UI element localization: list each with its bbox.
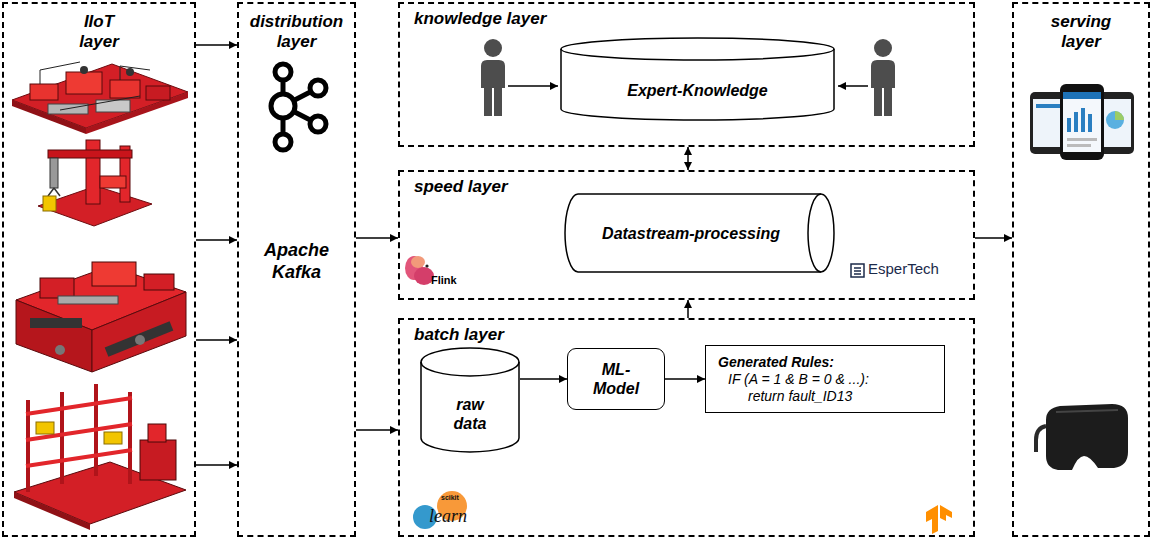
machine-illustration xyxy=(16,262,186,372)
box-label: Expert-Knowledge xyxy=(627,81,767,100)
layer-title: distribution layer xyxy=(244,12,349,52)
body-text: Apache Kafka xyxy=(252,239,342,283)
flow-arrow xyxy=(196,464,237,466)
machine-illustration xyxy=(12,62,188,134)
flow-arrow xyxy=(196,339,237,341)
flow-arrow xyxy=(687,300,689,318)
flink-logo xyxy=(405,256,434,285)
stream-pipe: Datastream-processing xyxy=(565,193,835,273)
flow-arrow xyxy=(665,378,705,380)
tensorflow-logo xyxy=(926,505,952,534)
layer-title: batch layer xyxy=(400,320,973,345)
box-label: Datastream-processing xyxy=(602,224,780,243)
leader-arrow xyxy=(838,85,868,87)
layer-panel: IIoT layer xyxy=(2,2,196,537)
flow-arrow xyxy=(520,378,567,380)
espertech-logo xyxy=(851,264,864,277)
phone-illustration xyxy=(1030,84,1134,160)
layer-panel: serving layer xyxy=(1012,2,1150,537)
leader-arrow xyxy=(508,85,558,87)
flow-arrow xyxy=(196,44,237,46)
layer-panel: speed layerDatastream-processing xyxy=(398,170,975,300)
machine-illustration xyxy=(38,140,152,226)
layer-panel: batch layer raw data ML-Model Generated Rul… xyxy=(398,318,975,537)
flow-arrow xyxy=(356,429,398,431)
layer-title: serving layer xyxy=(1041,12,1121,52)
rules-box: Generated Rules:IF (A = 1 & B = 0 & ...)… xyxy=(705,345,945,413)
flow-arrow xyxy=(196,239,237,241)
database-cylinder: Expert-Knowledge xyxy=(560,38,835,120)
process-box: ML-Model xyxy=(567,348,665,410)
box-label: Generated Rules: xyxy=(718,354,932,371)
vr-headset-illustration xyxy=(1036,404,1128,470)
machine-illustration xyxy=(14,384,186,530)
flow-arrow xyxy=(356,237,398,239)
logo-text: Flink xyxy=(431,274,457,286)
body-text: return fault_ID13 xyxy=(718,388,932,405)
person-icon xyxy=(481,39,505,116)
scikit-logo xyxy=(413,491,467,529)
layer-panel: knowledge layerExpert-Knowledge xyxy=(398,2,975,147)
flow-arrow xyxy=(687,147,689,170)
shape-outline xyxy=(560,38,835,120)
logo-text: EsperTech xyxy=(868,260,939,277)
flow-arrow xyxy=(975,237,1012,239)
logo-text: scikit xyxy=(441,494,459,502)
logo-text: learn xyxy=(429,506,467,526)
database-cylinder: raw data xyxy=(420,348,520,452)
layer-title: IIoT layer xyxy=(69,12,129,52)
box-label: ML-Model xyxy=(586,360,646,398)
box-label: raw data xyxy=(442,395,498,433)
layer-panel: distribution layerApache Kafka xyxy=(237,2,356,537)
layer-title: knowledge layer xyxy=(400,4,973,29)
body-text: IF (A = 1 & B = 0 & ...): xyxy=(718,371,932,388)
person-icon xyxy=(871,39,895,116)
kafka-logo xyxy=(271,64,326,150)
